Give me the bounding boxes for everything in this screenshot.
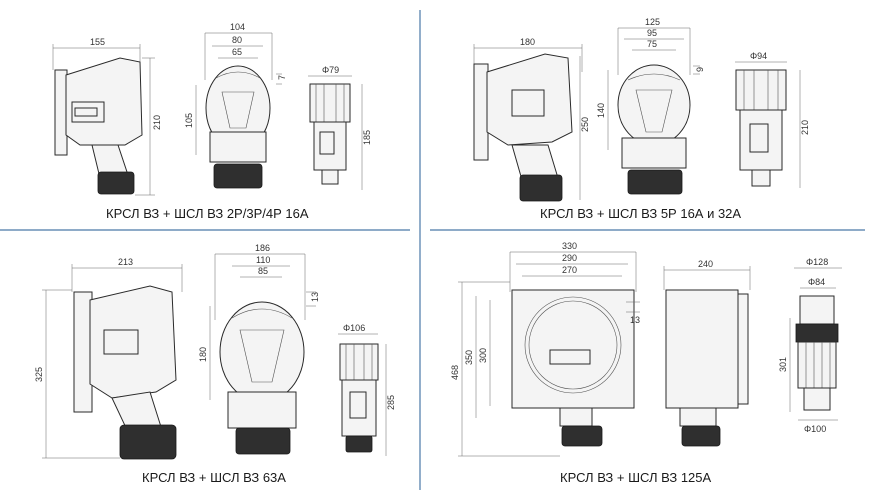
q4-plug-dia3-label: Φ100 (804, 424, 826, 434)
q3-front-w1-label: 186 (255, 243, 270, 253)
q4-side-view: 240 (663, 259, 751, 447)
q3-front-w3-label: 85 (258, 266, 268, 276)
q2-plug-len-label: 210 (800, 120, 810, 135)
q4-front-w2-label: 290 (562, 253, 577, 263)
q3-front-gap-label: 13 (310, 292, 320, 302)
q3-plug-dia-label: Φ106 (343, 323, 365, 333)
q4-height-1-label: 350 (464, 350, 474, 365)
q4-side-width-label: 240 (698, 259, 713, 269)
q1-front-gap-label: 7 (277, 75, 287, 80)
q4-front-w1-label: 330 (562, 241, 577, 251)
q4-front-w3-label: 270 (562, 265, 577, 275)
q3-side-height-label: 325 (34, 367, 44, 382)
q2-side-height-label: 250 (580, 117, 590, 132)
caption-q3: КРСЛ ВЗ + ШСЛ ВЗ 63А (142, 470, 286, 485)
q2-front-view: 125 95 75 140 9 (596, 17, 705, 195)
q2-front-w3-label: 75 (647, 39, 657, 49)
q1-front-w1-label: 104 (230, 22, 245, 32)
caption-q4: КРСЛ ВЗ + ШСЛ ВЗ 125А (560, 470, 712, 485)
q3-side-view: 213 325 (34, 257, 183, 460)
q1-plug-view: Φ79 185 (308, 65, 372, 190)
q1-side-height-label: 210 (152, 115, 162, 130)
q2-side-view: 180 250 (473, 37, 590, 202)
q2-plug-view: Φ94 210 (735, 51, 810, 188)
q1-front-w2-label: 80 (232, 35, 242, 45)
q4-height-2-label: 300 (478, 348, 488, 363)
q2-front-w2-label: 95 (647, 28, 657, 38)
q1-front-view: 104 80 65 105 7 (184, 22, 287, 189)
q4-front-view: 330 290 270 13 468 350 300 (450, 241, 640, 457)
q3-front-view: 186 110 85 180 13 (198, 243, 320, 455)
q1-plug-len-label: 185 (362, 130, 372, 145)
q1-side-view: 155 210 (52, 37, 162, 196)
q3-plug-view: Φ106 285 (338, 323, 396, 456)
caption-q2: КРСЛ ВЗ + ШСЛ ВЗ 5Р 16А и 32А (540, 206, 742, 221)
q3-plug-len-label: 285 (386, 395, 396, 410)
q4-plug-view: Φ128 Φ84 301 Φ100 (778, 257, 842, 434)
q2-front-height-label: 140 (596, 103, 606, 118)
q2-front-gap-label: 9 (695, 67, 705, 72)
q1-plug-dia-label: Φ79 (322, 65, 339, 75)
caption-q1: КРСЛ ВЗ + ШСЛ ВЗ 2Р/3Р/4Р 16А (106, 206, 309, 221)
q3-side-width-label: 213 (118, 257, 133, 267)
q3-front-height-label: 180 (198, 347, 208, 362)
q2-front-w1-label: 125 (645, 17, 660, 27)
q4-plug-len-label: 301 (778, 357, 788, 372)
q1-side-width-label: 155 (90, 37, 105, 47)
q4-plug-dia2-label: Φ84 (808, 277, 825, 287)
q1-front-w3-label: 65 (232, 47, 242, 57)
q3-front-w2-label: 110 (256, 255, 270, 265)
q4-plug-dia1-label: Φ128 (806, 257, 828, 267)
q1-front-height-label: 105 (184, 113, 194, 128)
q4-height-total-label: 468 (450, 365, 460, 380)
q4-front-gap-label: 13 (630, 315, 640, 325)
q2-plug-dia-label: Φ94 (750, 51, 767, 61)
q2-side-width-label: 180 (520, 37, 535, 47)
